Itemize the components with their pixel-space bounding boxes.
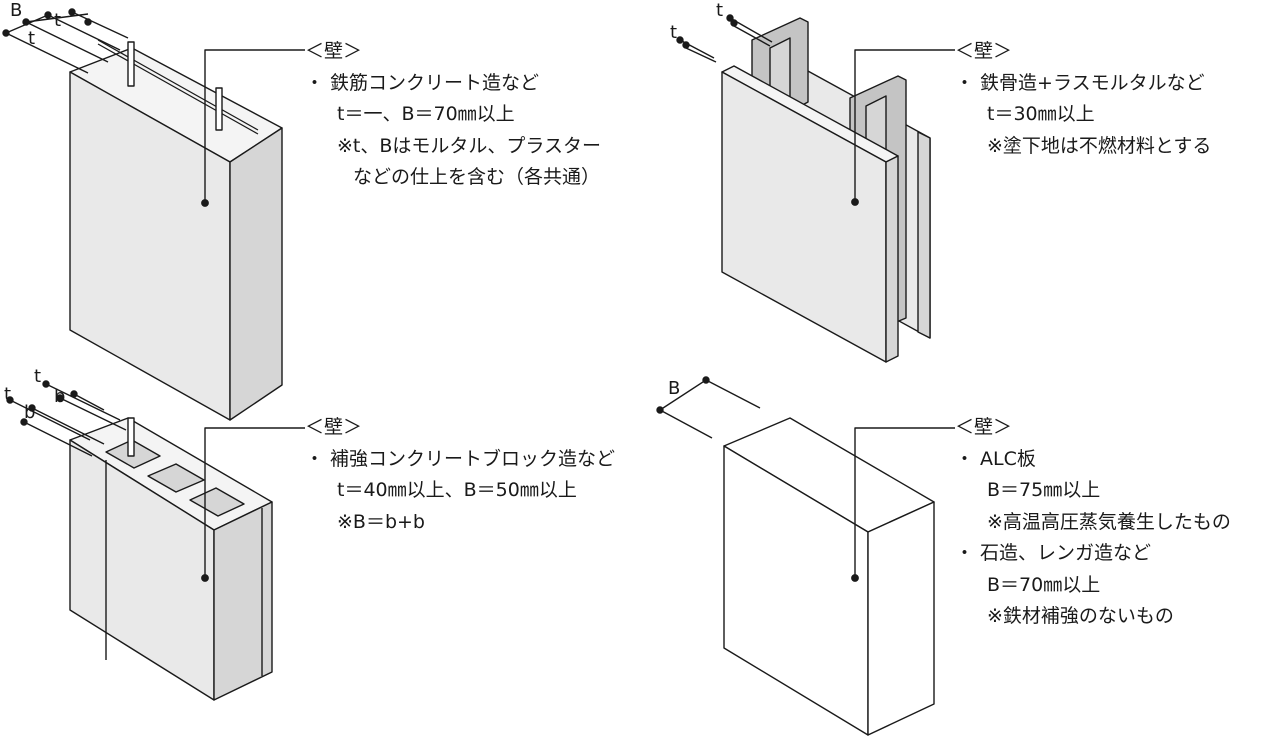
- alc-line-3: ※高温高圧蒸気養生したもの: [987, 510, 1231, 533]
- alc-dim-b: B: [668, 378, 680, 399]
- rc-dim-t2: t: [54, 10, 61, 31]
- steel-dim-t2: t: [670, 22, 677, 43]
- alc-line-4: ・ 石造、レンガ造など: [955, 542, 1152, 564]
- alc-line-2: B＝75㎜以上: [987, 479, 1101, 501]
- block-line-1: ・ 補強コンクリートブロック造など: [305, 447, 616, 470]
- block-dim-b2: b: [24, 402, 35, 423]
- rc-dim-t1: t: [28, 28, 35, 49]
- block-note: ＜壁＞ ・ 補強コンクリートブロック造など t＝40㎜以上、B＝50㎜以上 ※B…: [305, 412, 615, 538]
- rc-heading: ＜壁＞: [305, 40, 363, 62]
- rc-line-4: などの仕上を含む（各共通）: [353, 166, 601, 188]
- steel-dim-t1: t: [716, 0, 723, 21]
- steel-note: ＜壁＞ ・ 鉄骨造+ラスモルタルなど t＝30㎜以上 ※塗下地は不燃材料とする: [955, 36, 1211, 162]
- steel-line-2: t＝30㎜以上: [987, 103, 1095, 125]
- block-dim-b1: b: [54, 386, 65, 407]
- block-heading: ＜壁＞: [305, 416, 363, 438]
- alc-heading: ＜壁＞: [955, 416, 1013, 438]
- rc-wall-drawing: [2, 8, 305, 421]
- alc-wall-drawing: [656, 376, 955, 736]
- block-line-2: t＝40㎜以上、B＝50㎜以上: [337, 479, 577, 501]
- block-wall-drawing: [6, 380, 305, 701]
- alc-line-5: B＝70㎜以上: [987, 573, 1101, 596]
- alc-line-6: ※鉄材補強のないもの: [987, 605, 1174, 627]
- alc-line-1: ・ ALC板: [955, 447, 1036, 470]
- block-line-3: ※B＝b+b: [337, 510, 425, 533]
- rc-line-3: ※t、Bはモルタル、プラスター: [337, 134, 602, 157]
- steel-heading: ＜壁＞: [955, 40, 1013, 62]
- steel-line-3: ※塗下地は不燃材料とする: [987, 134, 1212, 157]
- alc-note: ＜壁＞ ・ ALC板 B＝75㎜以上 ※高温高圧蒸気養生したもの ・ 石造、レン…: [955, 412, 1231, 633]
- rc-note: ＜壁＞ ・ 鉄筋コンクリート造など t＝一、B＝70㎜以上 ※t、Bはモルタル、…: [305, 36, 601, 194]
- rc-line-1: ・ 鉄筋コンクリート造など: [305, 71, 540, 94]
- rc-line-2: t＝一、B＝70㎜以上: [337, 103, 515, 125]
- block-dim-t2: t: [4, 384, 11, 405]
- steel-line-1: ・ 鉄骨造+ラスモルタルなど: [955, 71, 1205, 94]
- steel-wall-drawing: [676, 14, 955, 363]
- rc-dim-b: B: [10, 0, 22, 21]
- block-dim-t1: t: [34, 366, 41, 387]
